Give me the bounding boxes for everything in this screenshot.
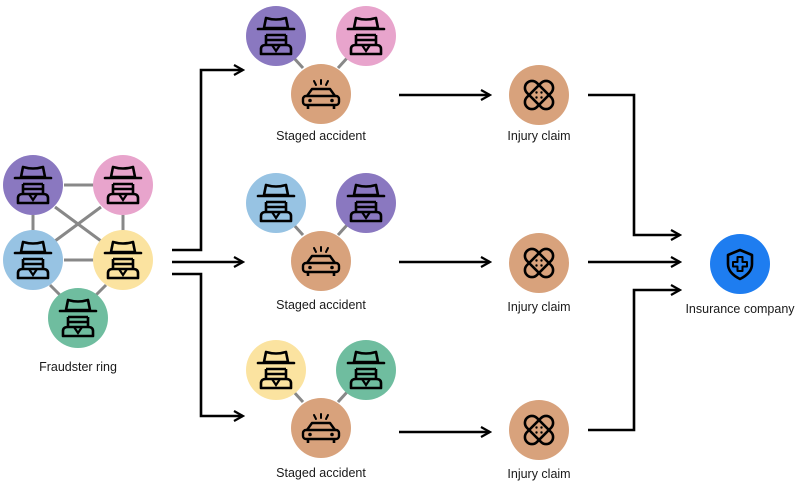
arrow-ring-to-accident-1 xyxy=(172,70,243,252)
fraudster-blue xyxy=(3,230,63,290)
accident-to-claim-arrows xyxy=(399,95,490,432)
staged-accident-3 xyxy=(246,340,396,458)
arrow-claim-to-insurer-1 xyxy=(588,93,680,235)
claim-to-insurer-arrows xyxy=(588,93,680,432)
link-accident-1-right xyxy=(336,55,350,70)
staged-accident-1 xyxy=(246,6,396,124)
injury-claim-3 xyxy=(509,400,569,460)
injury-claim-1 xyxy=(509,65,569,125)
ring-links xyxy=(31,183,125,297)
fraudster-yellow xyxy=(93,230,153,290)
ring-to-accident-arrows xyxy=(172,70,243,416)
staged-accident-label-3: Staged accident xyxy=(276,466,366,480)
insurance-company-label: Insurance company xyxy=(685,302,795,316)
link-pink-blue xyxy=(54,205,102,243)
staged-accident-2 xyxy=(246,173,396,291)
link-accident-3-right xyxy=(336,389,350,404)
link-accident-2-right xyxy=(336,222,350,237)
arrow-claim-to-insurer-3 xyxy=(588,290,680,432)
fraudster-pink xyxy=(93,155,153,215)
injury-claim-label-2: Injury claim xyxy=(507,300,571,314)
fraudster-purple xyxy=(3,155,63,215)
link-blue-green xyxy=(48,283,62,297)
fraudster-green xyxy=(48,288,108,348)
injury-claim-label-1: Injury claim xyxy=(507,129,571,143)
link-yellow-green xyxy=(94,283,108,297)
insurance-company xyxy=(710,234,770,294)
arrow-ring-to-accident-3 xyxy=(172,272,243,416)
staged-accident-label-2: Staged accident xyxy=(276,298,366,312)
injury-claim-label-3: Injury claim xyxy=(507,467,571,481)
fraudster-ring-label: Fraudster ring xyxy=(39,360,117,374)
staged-accident-label-1: Staged accident xyxy=(276,129,366,143)
injury-claim-2 xyxy=(509,233,569,293)
